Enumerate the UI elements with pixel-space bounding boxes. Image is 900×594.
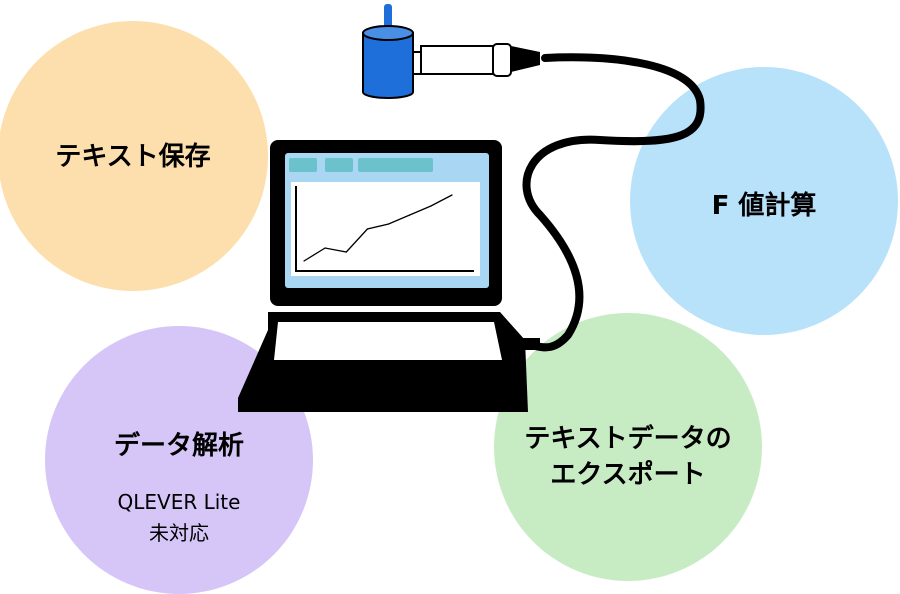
label-export-line2: エクスポート bbox=[550, 460, 706, 490]
chart-panel bbox=[291, 182, 480, 276]
chart-point bbox=[303, 260, 305, 262]
chart-point bbox=[324, 247, 326, 249]
chart-point bbox=[387, 223, 390, 225]
laptop-icon bbox=[238, 140, 528, 412]
chart-point bbox=[430, 205, 432, 207]
chart-point bbox=[451, 194, 453, 196]
label-export-line1: テキストデータの bbox=[524, 424, 732, 454]
circle-text-save bbox=[0, 21, 268, 291]
label-data-analysis: データ解析 bbox=[113, 431, 244, 461]
screen-tab-2 bbox=[325, 158, 353, 172]
chart-series-line bbox=[303, 194, 453, 262]
chart-point bbox=[409, 214, 411, 216]
circle-text-export bbox=[494, 313, 762, 581]
screen-tab-3 bbox=[358, 158, 433, 172]
label-f-value: F 値計算 bbox=[711, 191, 817, 221]
screen-tab-1 bbox=[289, 158, 317, 172]
chart-axes bbox=[295, 186, 474, 272]
label-qlever-lite: QLEVER Lite bbox=[117, 490, 241, 514]
keyboard-area bbox=[274, 322, 502, 360]
line-chart-icon bbox=[295, 186, 474, 272]
circle-f-value bbox=[630, 67, 898, 335]
chart-point bbox=[366, 228, 369, 230]
label-not-supported: 未対応 bbox=[149, 521, 209, 545]
label-text-save: テキスト保存 bbox=[55, 142, 211, 172]
temperature-sensor-icon bbox=[362, 4, 540, 99]
chart-point bbox=[345, 251, 347, 253]
